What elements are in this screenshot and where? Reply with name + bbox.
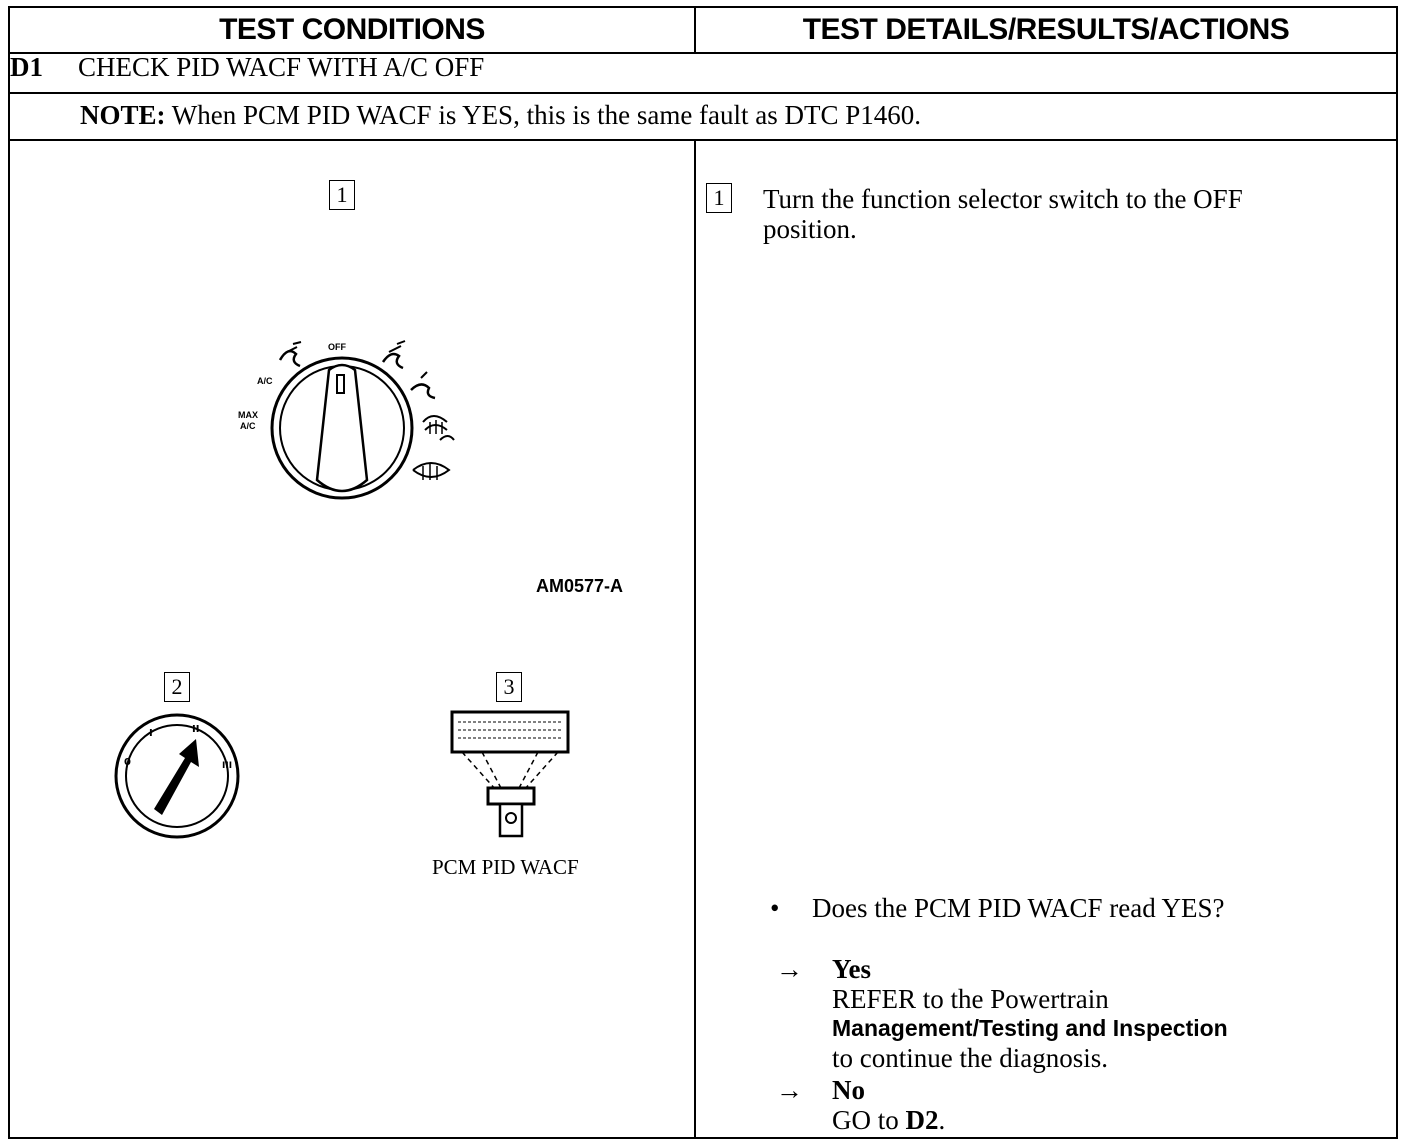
instruction-step-number: 1 [706,183,732,213]
instruction-line-1: Turn the function selector switch to the… [763,184,1243,214]
note-label: NOTE: [80,100,166,130]
goto-suffix: . [938,1105,946,1135]
question-text: Does the PCM PID WACF read YES? [812,893,1225,923]
result-no-label: No [832,1075,865,1105]
svg-text:0: 0 [124,757,131,768]
svg-text:I: I [149,728,153,739]
function-selector-dial-illustration [270,340,455,500]
dial-label-max: MAX [238,410,258,420]
goto-prefix: GO to [832,1105,899,1135]
ignition-switch-icon: 0 I II III [114,713,240,839]
figure-3-caption: PCM PID WACF [432,855,579,879]
divider [10,139,1396,141]
result-yes-line-1: REFER to the Powertrain [832,984,1109,1014]
arrow-icon: → [776,1075,803,1105]
header-test-conditions: TEST CONDITIONS [219,13,485,46]
divider [10,52,1396,54]
dial-label-off: OFF [328,342,346,352]
note-text: When PCM PID WACF is YES, this is the sa… [171,100,922,130]
divider [10,92,1396,94]
arrow-icon: → [776,954,803,984]
step-id: D1 [10,52,43,82]
scan-tool-icon [450,710,570,838]
figure-3-number: 3 [496,672,522,702]
svg-text:III: III [222,761,232,771]
step-title: CHECK PID WACF WITH A/C OFF [78,52,485,82]
test-table: TEST CONDITIONS TEST DETAILS/RESULTS/ACT… [8,6,1398,1139]
instruction-line-2: position. [763,214,857,244]
dial-label-max-ac: A/C [240,421,256,431]
svg-text:II: II [192,724,199,735]
figure-2-number: 2 [164,672,190,702]
divider [694,8,696,52]
step-title-row: D1 CHECK PID WACF WITH A/C OFF [10,52,484,83]
header-test-details: TEST DETAILS/RESULTS/ACTIONS [802,13,1290,46]
divider [694,139,696,1137]
dial-label-ac: A/C [257,376,273,386]
result-no-action: GO to D2. [832,1105,945,1135]
figure-1-number: 1 [329,180,355,210]
figure-code: AM0577-A [536,576,624,596]
result-yes-line-3: to continue the diagnosis. [832,1043,1108,1073]
goto-target-link[interactable]: D2 [905,1105,939,1135]
result-yes-reference: Management/Testing and Inspection [832,1015,1228,1041]
note-row: NOTE: When PCM PID WACF is YES, this is … [80,100,921,131]
result-yes-label: Yes [832,954,871,984]
question-bullet: • [770,893,780,923]
